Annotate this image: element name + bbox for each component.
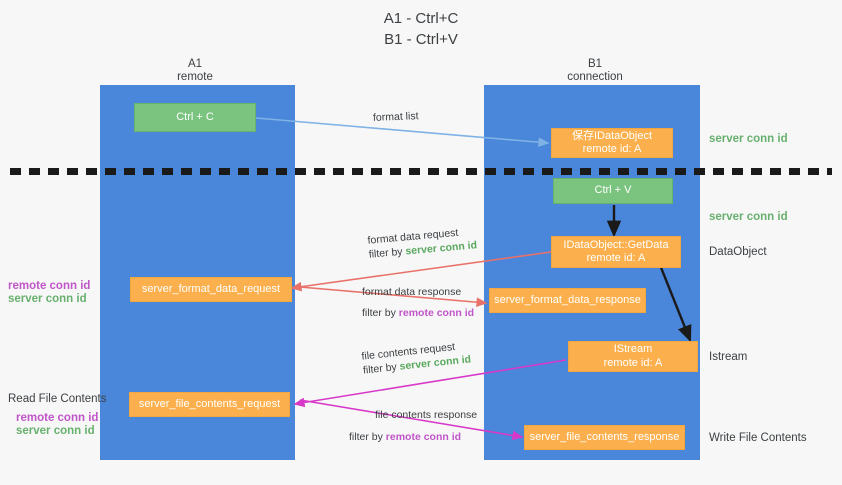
edge-label-format-data-response-text: format data response (362, 286, 462, 298)
right-label-server-conn-id-second: server conn id (709, 211, 788, 223)
box-server-file-contents-response[interactable]: server_file_contents_response (524, 425, 685, 450)
edge-label-file-contents-response-filter: filter by remote conn id (349, 430, 477, 444)
box-istream[interactable]: IStream remote id: A (568, 341, 698, 372)
box-server-format-data-response[interactable]: server_format_data_response (489, 288, 646, 313)
column-header-a1-name: A1 (187, 58, 203, 70)
edge-label-format-list: format list (372, 110, 419, 124)
left-label-server-conn-id-lower: server conn id (16, 425, 95, 437)
filter-value-remote-conn-id: remote conn id (385, 431, 462, 443)
filter-prefix: filter by (349, 431, 386, 443)
box-idataobject-getdata[interactable]: IDataObject::GetData remote id: A (551, 236, 681, 268)
left-label-server-conn-id-upper: server conn id (8, 293, 87, 305)
column-header-a1-role: remote (177, 71, 213, 83)
box-server-file-contents-request[interactable]: server_file_contents_request (129, 392, 290, 417)
filter-prefix: filter by (368, 245, 406, 261)
right-label-istream: Istream (709, 351, 748, 363)
edge-label-file-contents-request: file contents request filter by server c… (361, 338, 472, 377)
right-label-dataobject: DataObject (709, 246, 767, 258)
edge-label-format-data-request: format data request filter by server con… (367, 224, 478, 261)
box-ctrl-v[interactable]: Ctrl + V (553, 178, 673, 204)
column-header-b1: B1 connection (530, 58, 660, 84)
right-label-server-conn-id-top: server conn id (709, 133, 788, 145)
edge-label-format-data-response: format data response filter by remote co… (362, 285, 474, 320)
column-header-b1-role: connection (567, 71, 623, 83)
left-label-read-file-contents: Read File Contents (8, 393, 107, 405)
right-label-write-file-contents: Write File Contents (709, 432, 807, 444)
box-server-format-data-request[interactable]: server_format_data_request (130, 277, 292, 302)
column-header-a1: A1 remote (130, 58, 260, 84)
page-title: A1 - Ctrl+C B1 - Ctrl+V (383, 10, 459, 48)
edge-label-format-data-response-filter: filter by remote conn id (362, 306, 474, 320)
edge-label-file-contents-response: file contents response filter by remote … (349, 408, 478, 444)
filter-value-remote-conn-id: remote conn id (398, 307, 475, 319)
left-label-remote-conn-id-lower: remote conn id (16, 412, 99, 424)
filter-prefix: filter by (362, 360, 401, 377)
left-label-remote-conn-id-upper: remote conn id (8, 280, 91, 292)
phase-divider (10, 168, 832, 175)
box-ctrl-c[interactable]: Ctrl + C (134, 103, 256, 132)
edge-label-file-contents-response-text: file contents response (375, 409, 478, 421)
column-header-b1-name: B1 (587, 58, 603, 70)
filter-prefix: filter by (362, 307, 399, 319)
box-save-idataobject[interactable]: 保存IDataObject remote id: A (551, 128, 673, 158)
